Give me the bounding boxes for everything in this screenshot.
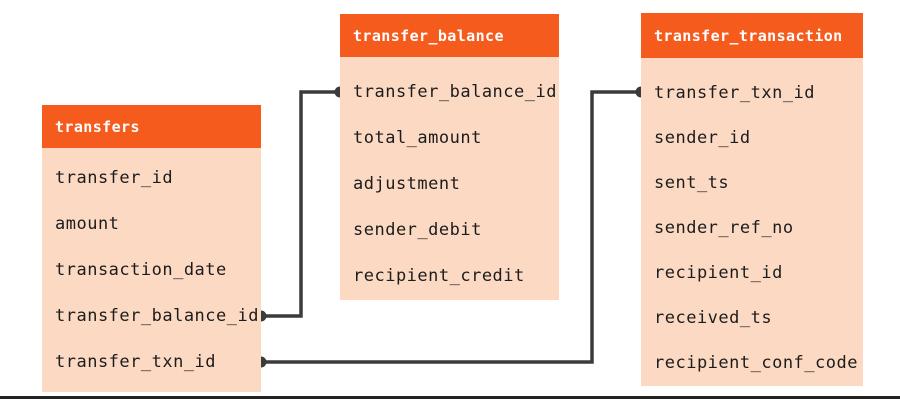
field-label: adjustment <box>353 174 461 194</box>
field-label: transaction_date <box>55 260 227 280</box>
field-label: recipient_id <box>654 262 783 283</box>
field-row: recipient_conf_code <box>641 340 863 385</box>
field-row: sender_debit <box>340 207 559 253</box>
table-transfer-balance-header: transfer_balance <box>340 14 559 57</box>
field-row: transaction_date <box>42 247 261 293</box>
table-title: transfer_balance <box>353 26 504 45</box>
field-label: amount <box>55 214 120 234</box>
field-label: sender_debit <box>353 220 482 240</box>
field-label: recipient_credit <box>353 266 525 286</box>
field-row: transfer_id <box>42 155 261 201</box>
field-label: received_ts <box>654 307 773 328</box>
table-transfer-transaction[interactable]: transfer_transaction transfer_txn_id sen… <box>641 13 863 386</box>
field-label: transfer_txn_id <box>654 82 816 103</box>
field-row: transfer_txn_id <box>42 339 261 385</box>
field-row: sender_ref_no <box>641 205 863 250</box>
table-transfer-transaction-body: transfer_txn_id sender_id sent_ts sender… <box>641 58 863 386</box>
field-label: sender_id <box>654 127 751 148</box>
table-title: transfers <box>55 117 140 136</box>
field-row: amount <box>42 201 261 247</box>
field-label: sent_ts <box>654 172 730 193</box>
field-row: transfer_balance_id <box>42 293 261 339</box>
table-transfers-body: transfer_id amount transaction_date tran… <box>42 148 261 392</box>
field-label: recipient_conf_code <box>654 352 858 373</box>
table-transfers-header: transfers <box>42 105 261 148</box>
field-label: transfer_balance_id <box>55 306 259 326</box>
field-row: sender_id <box>641 115 863 160</box>
field-label: transfer_txn_id <box>55 352 217 372</box>
field-row: total_amount <box>340 115 559 161</box>
field-label: transfer_balance_id <box>353 82 557 102</box>
field-row: transfer_balance_id <box>340 69 559 115</box>
field-row: adjustment <box>340 161 559 207</box>
table-transfers[interactable]: transfers transfer_id amount transaction… <box>42 105 261 392</box>
table-transfer-transaction-header: transfer_transaction <box>641 13 863 58</box>
table-transfer-balance[interactable]: transfer_balance transfer_balance_id tot… <box>340 14 559 300</box>
field-label: total_amount <box>353 128 482 148</box>
table-title: transfer_transaction <box>654 26 843 45</box>
field-row: transfer_txn_id <box>641 70 863 115</box>
table-transfer-balance-body: transfer_balance_id total_amount adjustm… <box>340 57 559 300</box>
field-row: recipient_id <box>641 250 863 295</box>
field-row: recipient_credit <box>340 253 559 299</box>
field-row: received_ts <box>641 295 863 340</box>
field-label: sender_ref_no <box>654 217 794 238</box>
field-label: transfer_id <box>55 168 174 188</box>
relation-line <box>261 90 340 318</box>
field-row: sent_ts <box>641 160 863 205</box>
page-bottom-border <box>0 396 900 399</box>
relation-transfers-to-transfer-balance <box>255 86 346 322</box>
